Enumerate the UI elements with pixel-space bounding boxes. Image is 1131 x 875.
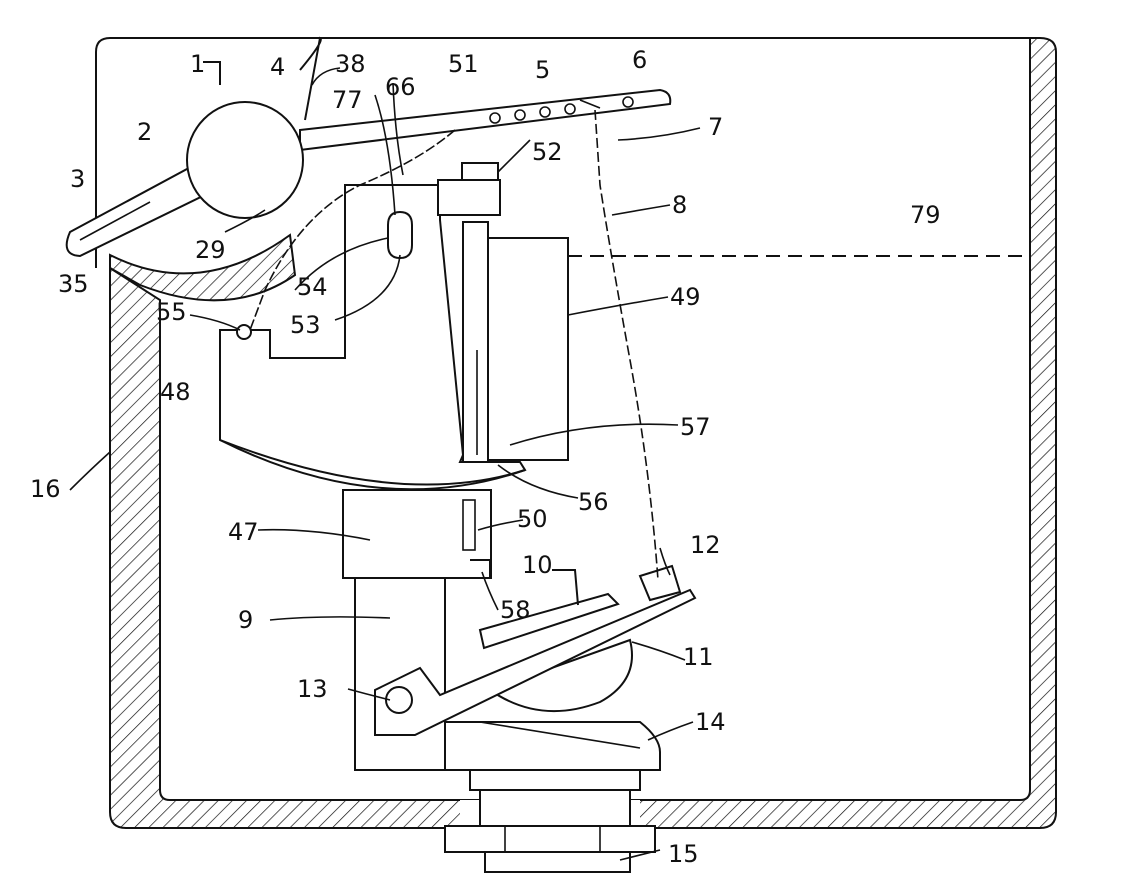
label-51: 51 [448,50,479,78]
label-79: 79 [910,201,941,229]
label-53: 53 [290,311,321,339]
label-47: 47 [228,518,259,546]
label-38: 38 [335,50,366,78]
label-10: 10 [522,551,553,579]
reference-labels: 1 2 3 4 5 6 7 8 9 10 11 12 13 14 15 16 2… [30,46,941,868]
label-6: 6 [632,46,647,74]
outlet-nut [444,769,656,873]
handle [65,160,217,258]
label-2: 2 [137,118,152,146]
flapper-ball [487,638,633,713]
lever-arm [299,88,672,152]
label-57: 57 [680,413,711,441]
label-54: 54 [297,273,328,301]
label-14: 14 [695,708,726,736]
label-55: 55 [156,298,187,326]
label-15: 15 [668,840,699,868]
valve-seat [444,721,661,771]
label-77: 77 [332,86,363,114]
label-66: 66 [385,73,416,101]
float-49 [462,221,569,463]
label-58: 58 [500,596,531,624]
slot-54 [387,210,413,260]
label-3: 3 [70,165,85,193]
chain-66 [236,129,456,340]
label-49: 49 [670,283,701,311]
label-11: 11 [683,643,714,671]
label-48: 48 [160,378,191,406]
body-47 [342,489,492,579]
flapper-arm [374,564,697,736]
hub-4 [109,36,322,302]
chain-8 [594,109,659,581]
label-4: 4 [270,53,285,81]
label-12: 12 [690,531,721,559]
label-52: 52 [532,138,563,166]
label-7: 7 [708,113,723,141]
leader-lines [69,61,701,861]
label-5: 5 [535,56,550,84]
label-9: 9 [238,606,253,634]
label-35: 35 [58,270,89,298]
overflow-tube [354,577,446,771]
label-1: 1 [190,50,205,78]
label-16: 16 [30,475,61,503]
top-block [437,162,501,216]
label-8: 8 [672,191,687,219]
label-56: 56 [578,488,609,516]
housing-48 [219,184,527,551]
label-29: 29 [195,236,226,264]
label-13: 13 [297,675,328,703]
label-50: 50 [517,505,548,533]
